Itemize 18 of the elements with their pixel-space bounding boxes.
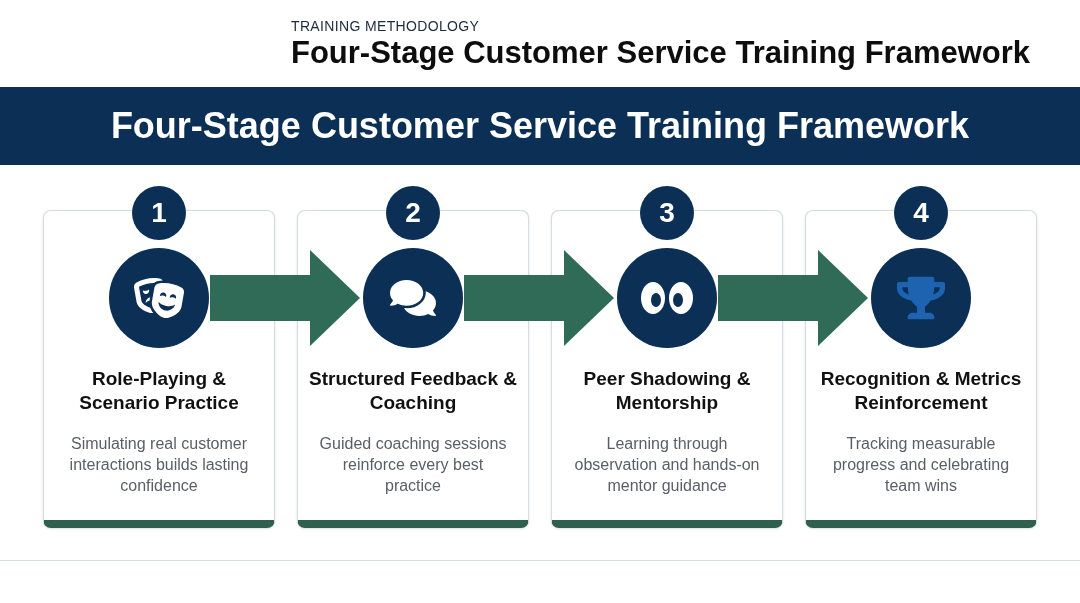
flow-arrow	[464, 250, 614, 346]
stage-description: Simulating real customer interactions builds lasting confidence	[68, 434, 250, 496]
title-banner: Four-Stage Customer Service Training Framework	[0, 87, 1080, 165]
step-number-badge: 1	[132, 186, 186, 240]
stage-title: Role-Playing & Scenario Practice	[78, 367, 240, 415]
page-title: Four-Stage Customer Service Training Framework	[291, 34, 1031, 72]
stage-description: Guided coaching sessions reinforce every best practice	[318, 434, 508, 496]
stage-title: Peer Shadowing & Mentorship	[582, 367, 752, 415]
flow-arrow	[718, 250, 868, 346]
step-number-badge: 2	[386, 186, 440, 240]
stage-title: Structured Feedback & Coaching	[308, 367, 518, 415]
subtitle: TRAINING METHODOLOGY	[291, 17, 480, 36]
stage-description: Tracking measurable progress and celebrating team wins	[831, 434, 1011, 496]
stage-description: Learning through observation and hands-on mentor guidance	[573, 434, 761, 496]
flow-arrow	[210, 250, 360, 346]
step-number-badge: 3	[640, 186, 694, 240]
stage-title: Recognition & Metrics Reinforcement	[819, 367, 1023, 415]
step-number-badge: 4	[894, 186, 948, 240]
